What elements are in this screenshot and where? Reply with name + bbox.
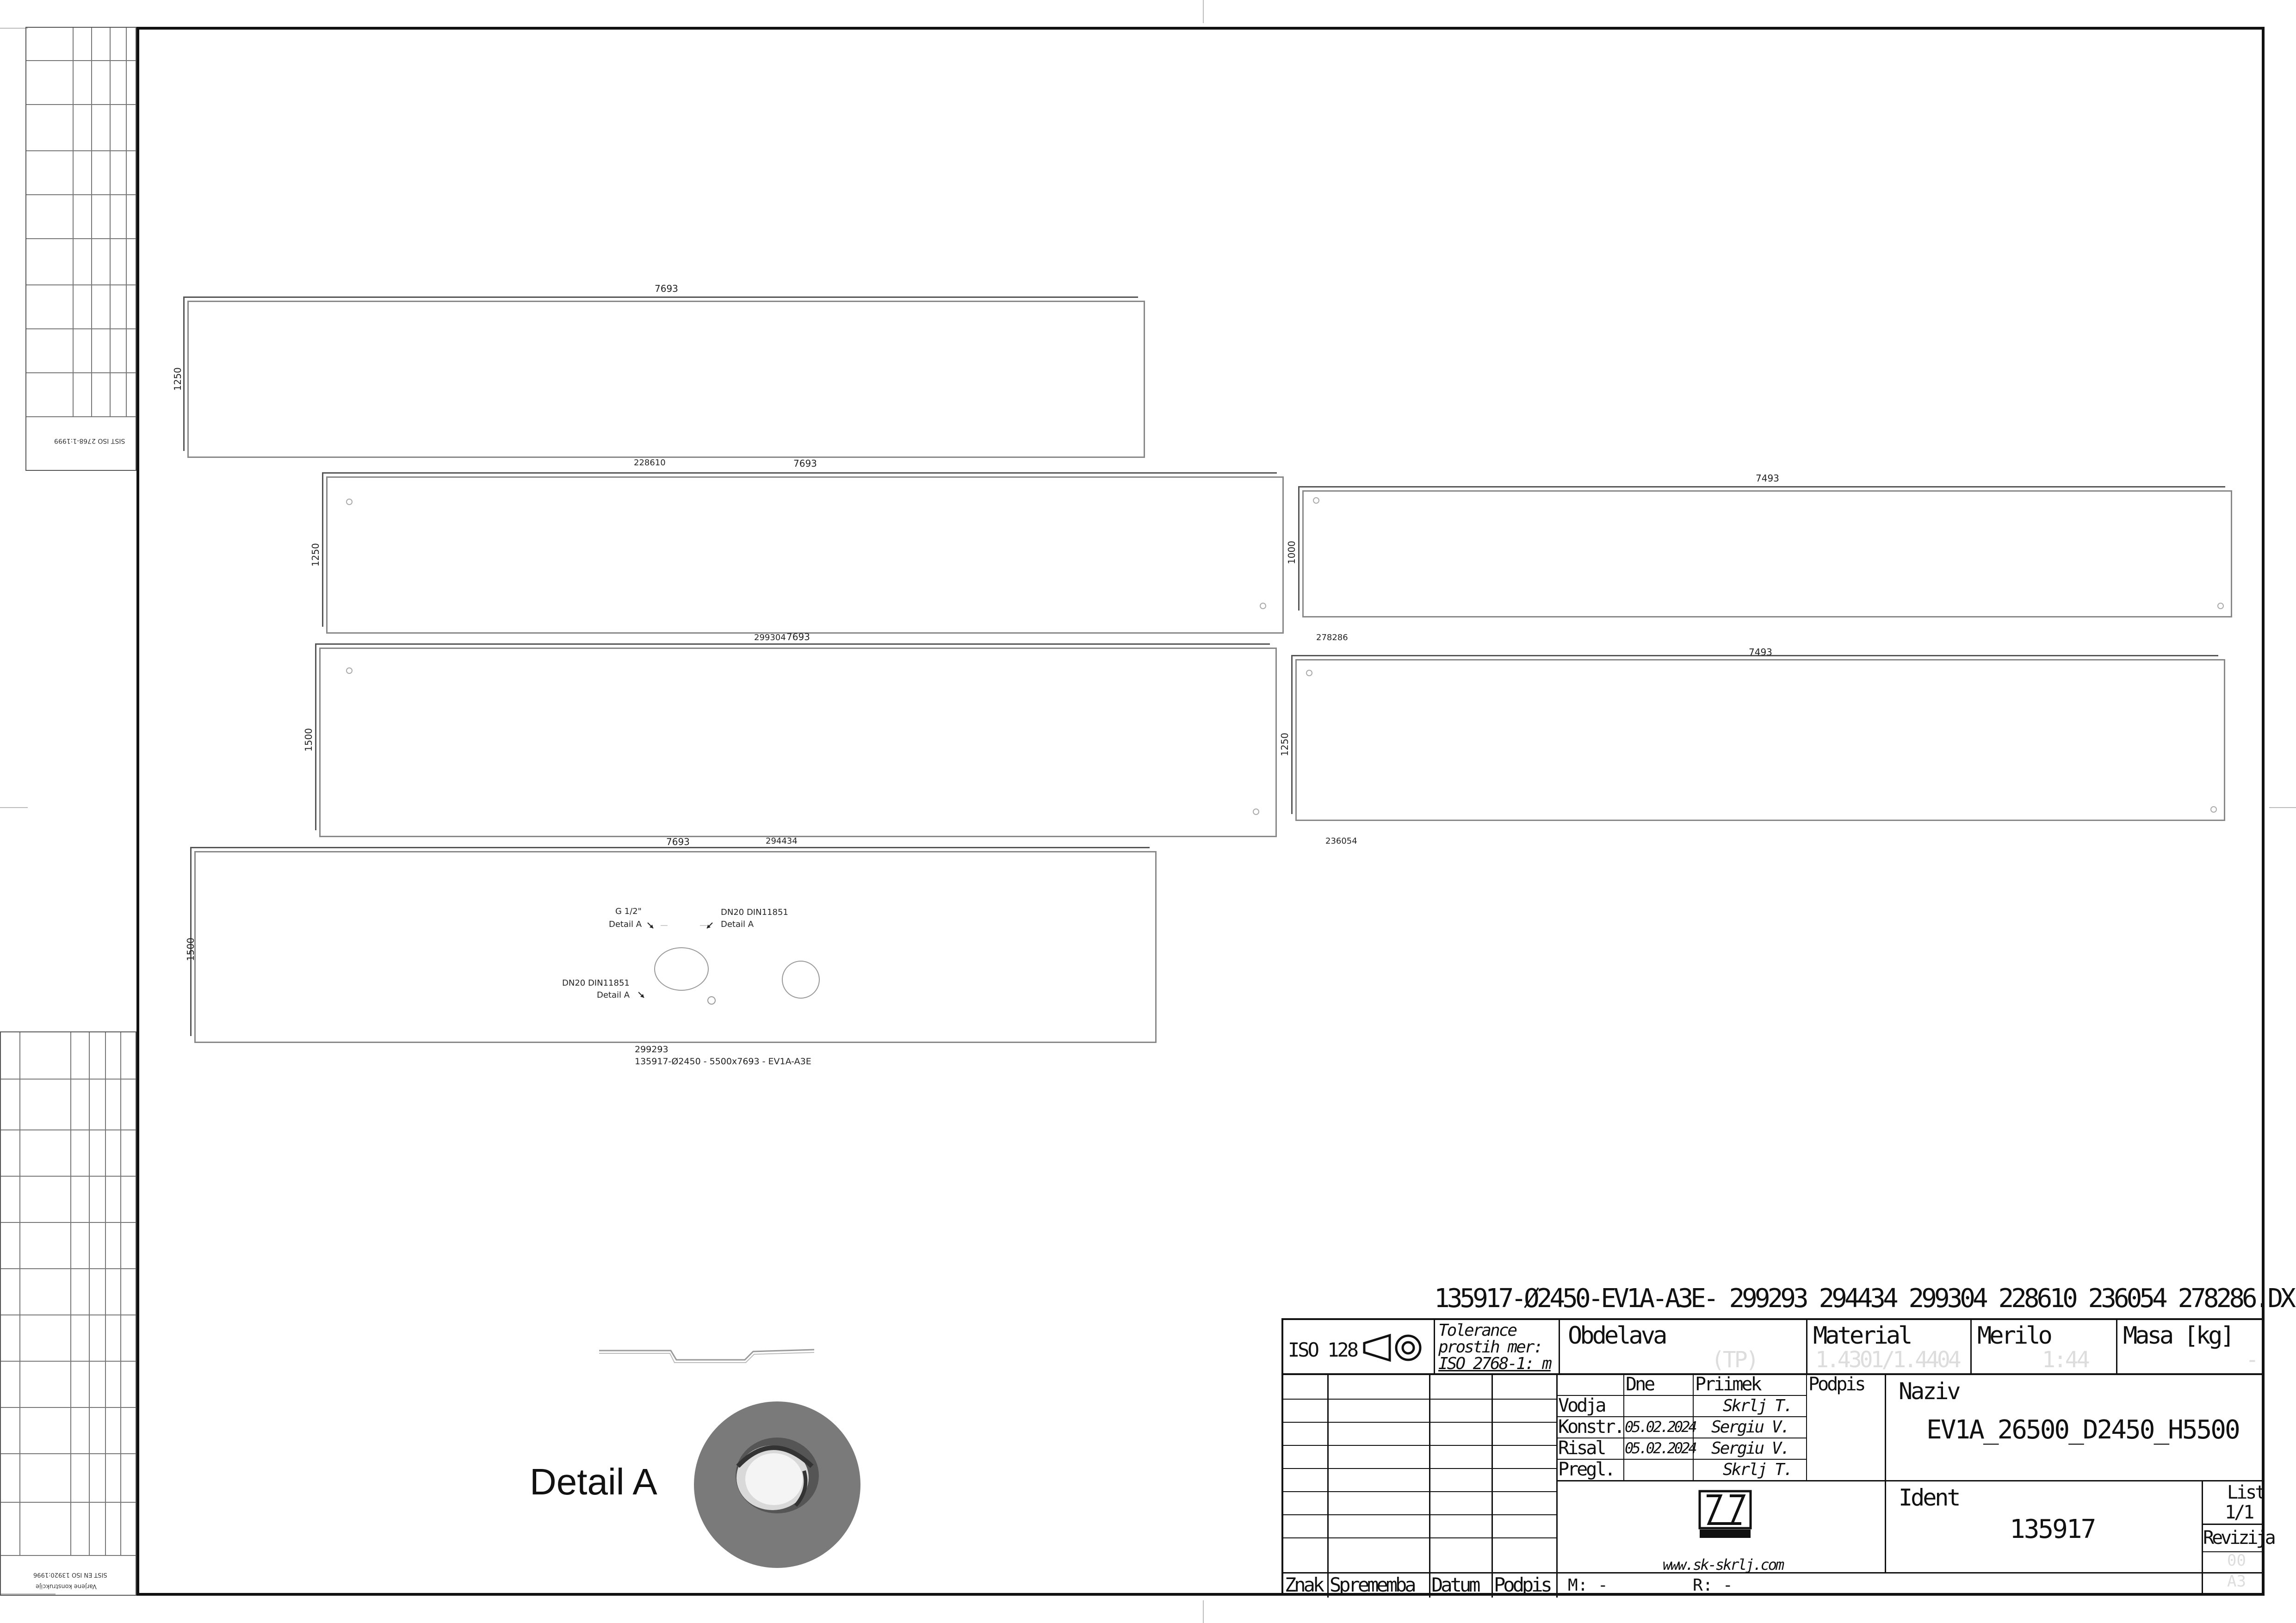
revizija-label: Revizija	[2203, 1527, 2276, 1549]
annotation-g-half: G 1/2"	[615, 907, 642, 916]
detail-a-image	[694, 1401, 860, 1568]
tolerance-line-1: Tolerance	[1438, 1321, 1517, 1340]
format-value: A3	[2227, 1572, 2246, 1591]
part-number: 236054	[1325, 836, 1357, 846]
sheet-3	[1298, 486, 2232, 617]
row-risal: Risal	[1558, 1438, 1606, 1459]
column-datum: Datum	[1431, 1574, 1480, 1596]
ident-value: 135917	[2010, 1514, 2096, 1544]
width-dimension: 7693	[786, 631, 810, 642]
sheet-1	[183, 296, 1145, 458]
vodja-name: Skrlj T.	[1723, 1396, 1793, 1415]
part-number: 299304	[754, 633, 786, 642]
merilo-value: 1:44	[2042, 1347, 2090, 1373]
column-podpis-approval: Podpis	[1808, 1374, 1866, 1395]
risal-date: 05.02.2024	[1625, 1439, 1697, 1457]
sheet-5	[1291, 655, 2225, 821]
part-number: 228610	[634, 458, 666, 468]
annotation-detail-a: Detail A	[721, 919, 754, 929]
column-znak: Znak	[1285, 1574, 1324, 1596]
part-number: 294434	[766, 836, 798, 846]
part-number: 299293	[635, 1044, 668, 1055]
list-value: 1/1	[2225, 1502, 2254, 1523]
width-dimension: 7693	[793, 458, 817, 469]
crop-mark	[2269, 807, 2296, 808]
column-dne: Dne	[1626, 1374, 1655, 1395]
leader-arrows	[638, 922, 713, 998]
height-dimension: 1500	[185, 938, 196, 961]
row-konstr: Konstr.	[1558, 1416, 1625, 1438]
annotation-detail-a: Detail A	[597, 990, 630, 1000]
projection-symbol-icon	[1363, 1333, 1422, 1362]
height-dimension: 1250	[172, 367, 183, 391]
crop-mark	[1203, 1600, 1204, 1623]
tolerance-table-bottom: SIST EN ISO 13920:1996 Varjene konstrukc…	[0, 1031, 136, 1596]
obdelava-value: (TP)	[1711, 1347, 1759, 1373]
masa-label: Masa [kg]	[2123, 1322, 2235, 1350]
obdelava-label: Obdelava	[1568, 1322, 1667, 1350]
width-dimension: 7693	[666, 836, 690, 847]
iso-standard: ISO 128	[1288, 1339, 1359, 1361]
part-description: 135917-Ø2450 - 5500x7693 - EV1A-A3E	[635, 1056, 811, 1067]
m-label: M: -	[1568, 1576, 1608, 1595]
row-pregl: Pregl.	[1558, 1459, 1615, 1480]
annotation-dn20: DN20 DIN11851	[562, 978, 630, 988]
title-block: ISO 128 Tolerance prostih mer: ISO 2768-…	[1281, 1318, 2276, 1598]
sheet-6-holes	[654, 925, 820, 1005]
profile-section	[599, 1349, 815, 1363]
tolerance-std-sublabel: Varjene konstrukcije	[36, 1583, 97, 1590]
crop-mark	[0, 1593, 56, 1595]
masa-value: -	[2246, 1347, 2259, 1373]
height-dimension: 1500	[303, 728, 314, 752]
height-dimension: 1000	[1286, 541, 1297, 564]
width-dimension: 7493	[1749, 647, 1772, 658]
naziv-label: Naziv	[1899, 1378, 1961, 1405]
tolerance-line-3: ISO 2768-1: m	[1438, 1354, 1552, 1373]
detail-a-label: Detail A	[530, 1461, 657, 1502]
crop-mark	[0, 807, 28, 808]
naziv-value: EV1A_26500_D2450_H5500	[1926, 1415, 2240, 1445]
risal-name: Sergiu V.	[1711, 1439, 1790, 1458]
tolerance-line-2: prostih mer:	[1438, 1338, 1543, 1357]
pregl-name: Skrlj T.	[1723, 1460, 1793, 1479]
column-podpis: Podpis	[1494, 1574, 1553, 1596]
konstr-name: Sergiu V.	[1711, 1418, 1790, 1437]
annotation-detail-a: Detail A	[609, 919, 642, 929]
merilo-label: Merilo	[1977, 1322, 2053, 1350]
width-dimension: 7693	[655, 283, 678, 294]
sheet-4	[315, 643, 1277, 837]
list-label: List	[2227, 1482, 2266, 1503]
tolerance-std-label: SIST EN ISO 13920:1996	[33, 1571, 107, 1578]
company-logo-icon	[1698, 1490, 1752, 1538]
file-title: 135917-Ø2450-EV1A-A3E- 299293 294434 299…	[1434, 1284, 2296, 1314]
annotation-dn20: DN20 DIN11851	[721, 907, 788, 917]
sheet-2	[322, 472, 1284, 634]
material-label: Material	[1813, 1322, 1912, 1350]
row-vodja: Vodja	[1558, 1395, 1606, 1416]
drawing-frame	[136, 27, 2265, 1596]
company-website: www.sk-skrlj.com	[1663, 1556, 1784, 1574]
material-value: 1.4301/1.4404	[1815, 1347, 1962, 1373]
part-number: 278286	[1316, 633, 1348, 642]
revizija-value: 00	[2227, 1551, 2246, 1570]
column-sprememba: Sprememba	[1330, 1574, 1417, 1596]
r-label: R: -	[1693, 1576, 1733, 1595]
sheet-6	[190, 847, 1157, 1043]
crop-mark	[0, 28, 28, 29]
ident-label: Ident	[1899, 1484, 1961, 1511]
column-priimek: Priimek	[1695, 1374, 1762, 1395]
height-dimension: 1250	[1279, 733, 1290, 756]
height-dimension: 1250	[310, 543, 321, 567]
tolerance-table-top: SIST ISO 2768-1:1999	[25, 27, 136, 471]
tolerance-std-label: SIST ISO 2768-1:1999	[54, 437, 125, 444]
konstr-date: 05.02.2024	[1625, 1418, 1697, 1436]
width-dimension: 7493	[1756, 473, 1779, 484]
crop-mark	[1203, 0, 1204, 23]
